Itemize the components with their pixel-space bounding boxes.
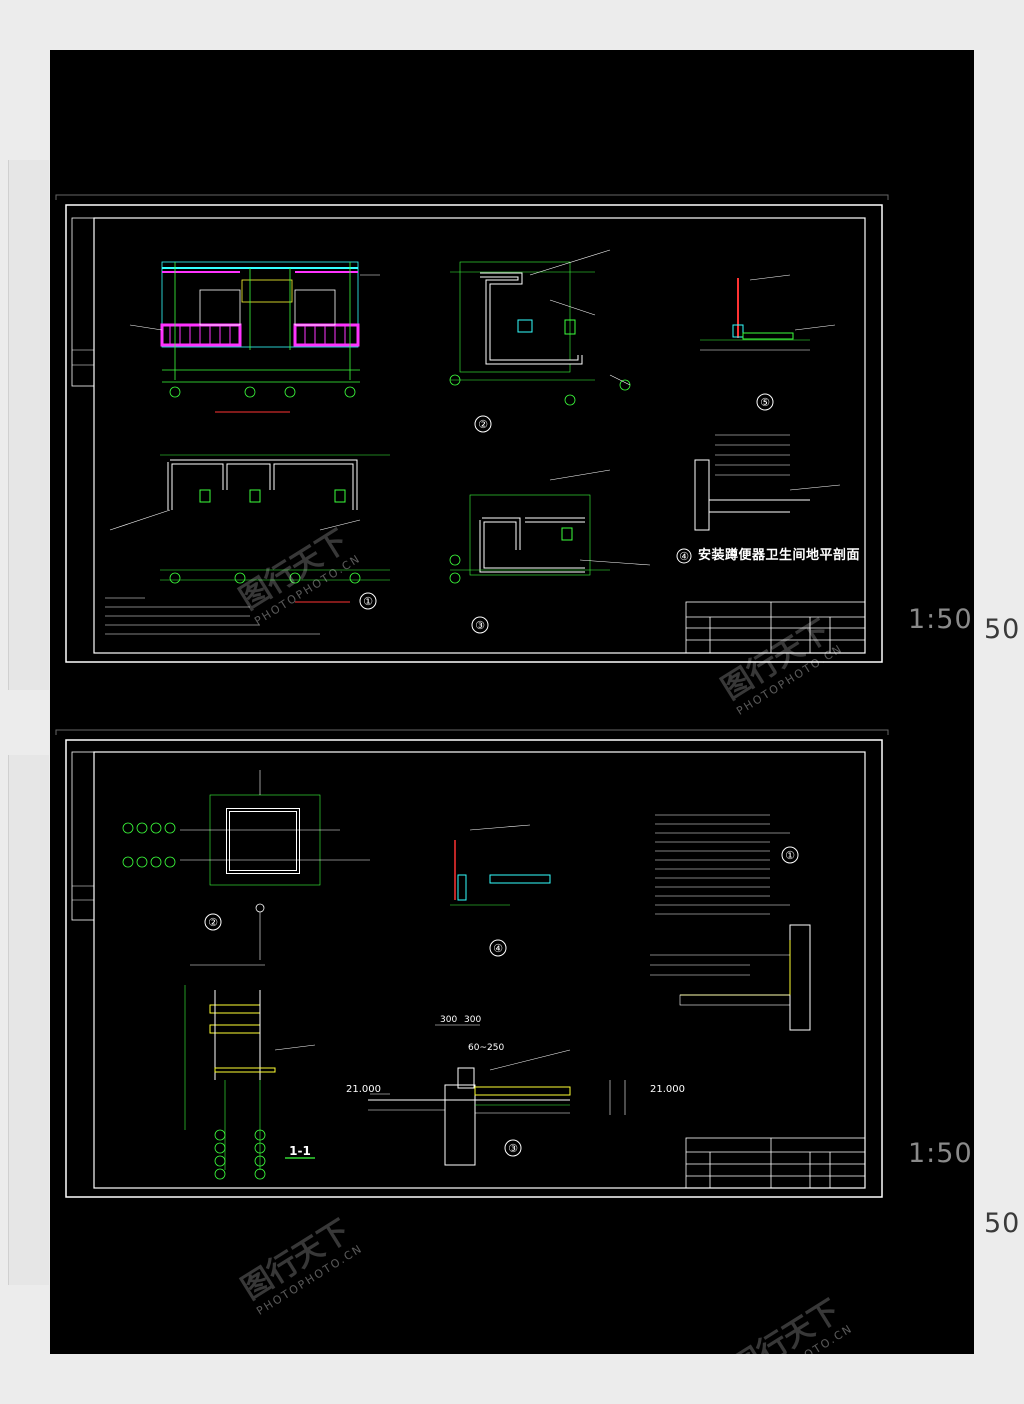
plan-detail-1: ①	[109, 454, 390, 610]
sheet-2-detail-3: 300 300 60~250 21.000 21.000 ③	[346, 1015, 685, 1166]
sheet-1: ② ⑤	[55, 194, 889, 663]
sheet-1-notes	[105, 597, 320, 635]
detail-5-number: ⑤	[760, 396, 770, 409]
elevation-right: 21.000	[650, 1084, 685, 1095]
sheet-2-detail-4: ④	[450, 824, 551, 957]
sheet-2-scale: 1:50	[908, 1138, 973, 1169]
section-1-1-label: 1-1	[289, 1144, 311, 1158]
elevation-drawing	[129, 261, 380, 413]
sheet-1-binding-strip	[71, 217, 95, 387]
detail-4-number: ④	[679, 550, 689, 563]
cad-drawing: ② ⑤	[55, 194, 889, 1354]
left-edge-strip-top	[8, 160, 49, 690]
sheet-2-plan-2: ②	[122, 770, 370, 960]
section-1-1: 1-1	[184, 964, 316, 1180]
plan-detail-3: ③	[449, 469, 651, 634]
floor-section-detail-4: ④	[676, 434, 841, 564]
dim-60-250: 60~250	[468, 1043, 504, 1053]
dim-300-a: 300	[440, 1015, 457, 1025]
sheet-2-outer-frame	[65, 739, 883, 1198]
sheet-1-title-block	[685, 601, 866, 654]
detail-4-title: 安装蹲便器卫生间地平剖面	[698, 548, 861, 563]
sheet-1-scale-ghost: 50	[984, 614, 1021, 645]
watermark-4: 图行天下 PHOTOPHOTO.CN	[726, 1294, 856, 1354]
sheet-2-detail-4-number: ④	[493, 942, 503, 955]
plan-detail-2: ②	[449, 249, 631, 433]
sheet-1-outer-frame	[65, 204, 883, 663]
detail-1-number: ①	[363, 595, 373, 608]
sheet-1-inner-frame	[93, 217, 866, 654]
sheet-2-inner-frame	[93, 751, 866, 1189]
left-edge-strip-bottom	[8, 755, 49, 1285]
elevation-left: 21.000	[346, 1084, 381, 1095]
sheet-2-binding-strip	[71, 751, 95, 921]
sheet-2-detail-1: ①	[650, 814, 811, 1031]
sheet-2-detail-2-number: ②	[208, 916, 218, 929]
sheet-2-detail-1-number: ①	[785, 849, 795, 862]
drawing-canvas: ② ⑤	[50, 50, 974, 1354]
sheet-2-scale-ghost: 50	[984, 1208, 1021, 1239]
sheet-2-detail-3-number: ③	[508, 1142, 518, 1155]
sheet-1-scale: 1:50	[908, 604, 973, 635]
sheet-2: ② 1-1	[55, 729, 889, 1198]
watermark-1: 图行天下 PHOTOPHOTO.CN	[234, 524, 364, 628]
detail-5: ⑤	[700, 274, 836, 411]
watermark-3: 图行天下 PHOTOPHOTO.CN	[236, 1214, 366, 1318]
detail-2-number: ②	[478, 418, 488, 431]
sheet-2-title-block	[685, 1137, 866, 1189]
dim-300-b: 300	[464, 1015, 481, 1025]
detail-3-number: ③	[475, 619, 485, 632]
